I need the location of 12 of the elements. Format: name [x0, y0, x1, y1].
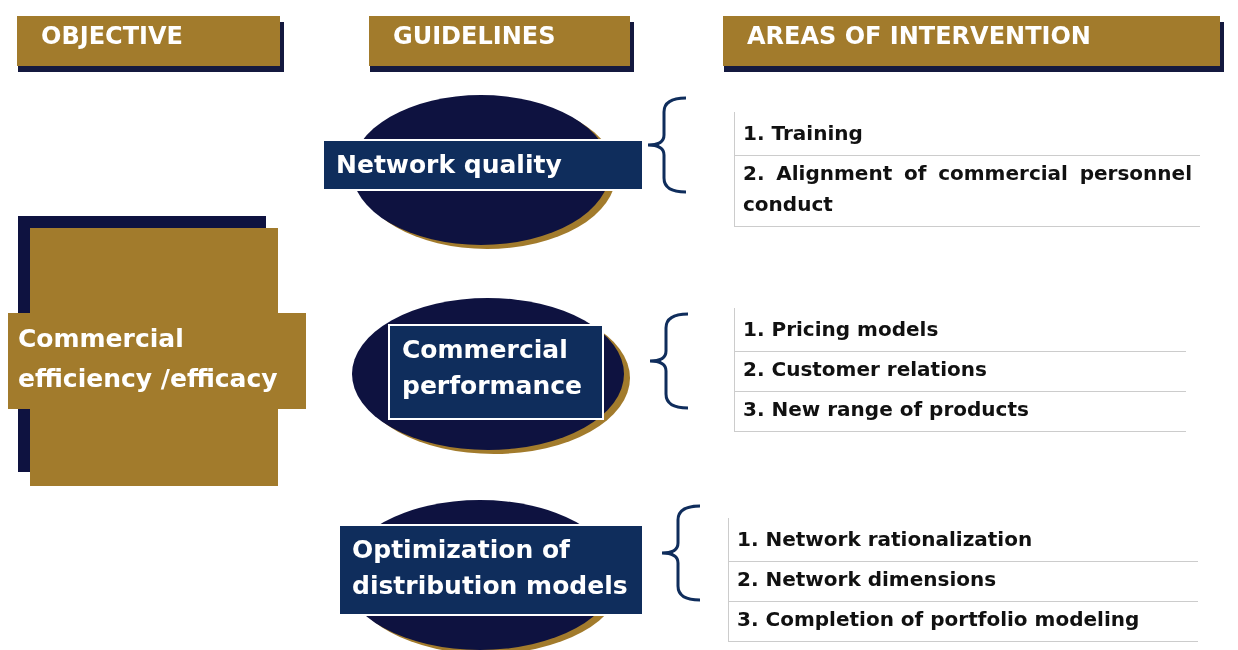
list-item: 2. Customer relations — [734, 348, 1186, 392]
guideline-box: Commercial performance — [388, 324, 604, 420]
guideline-box: Network quality — [322, 139, 644, 192]
list-item: 1. Pricing models — [734, 308, 1186, 352]
list-item: 3. New range of products — [734, 388, 1186, 432]
guideline-box: Optimization of distribution models — [338, 524, 644, 616]
list-item: 3. Completion of portfolio modeling — [728, 598, 1198, 642]
objective-box: Commercial efficiency /efficacy — [8, 313, 306, 409]
list-item: 1. Training — [734, 112, 1200, 156]
list-item: 2. Network dimensions — [728, 558, 1198, 602]
list-item: 2. Alignment of commercial personnel conduct — [734, 152, 1200, 227]
list-item: 1. Network rationalization — [728, 518, 1198, 562]
